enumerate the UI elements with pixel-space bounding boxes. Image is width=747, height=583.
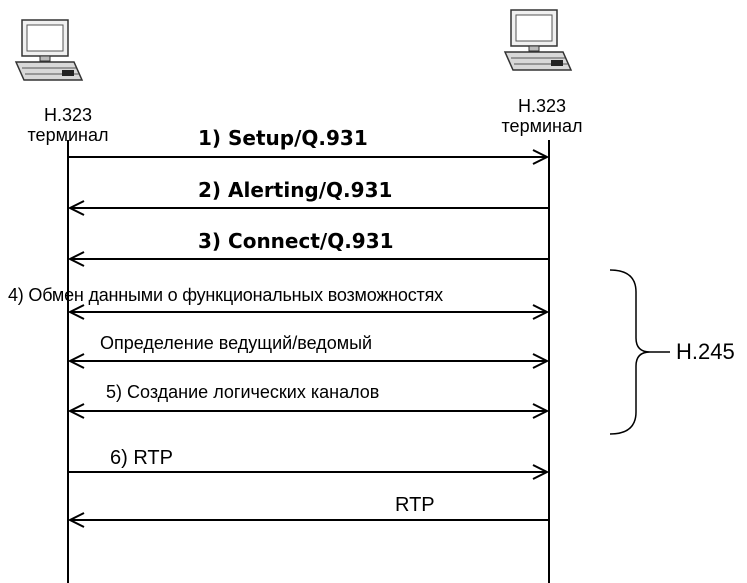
- message-label-connect: 3) Connect/Q.931: [198, 229, 394, 253]
- right-terminal-type: терминал: [501, 115, 583, 136]
- right-terminal-model: H.323: [517, 96, 567, 116]
- left-terminal-label: H.323 терминал: [8, 105, 128, 146]
- message-label-capabilities: 4) Обмен данными о функциональных возмож…: [8, 285, 443, 305]
- message-arrow-rtp-left: [67, 512, 549, 528]
- message-arrow-rtp-right: [68, 464, 550, 480]
- h245-brace: [609, 269, 651, 435]
- message-arrow-setup: [68, 149, 550, 165]
- message-label-setup: 1) Setup/Q.931: [198, 126, 368, 150]
- message-arrow-logical-channels: [67, 403, 550, 419]
- message-label-rtp-right: 6) RTP: [110, 447, 173, 469]
- left-terminal-icon: [15, 19, 83, 81]
- message-arrow-master-slave: [67, 353, 550, 369]
- right-terminal-icon: [504, 9, 572, 71]
- message-label-alerting: 2) Alerting/Q.931: [198, 178, 393, 202]
- message-arrow-connect: [67, 251, 549, 267]
- left-terminal-type: терминал: [27, 124, 109, 145]
- message-arrow-alerting: [67, 200, 549, 216]
- message-label-logical-channels: 5) Создание логических каналов: [106, 382, 380, 402]
- left-terminal-model: H.323: [43, 105, 93, 125]
- h245-group-label: H.245: [676, 339, 735, 364]
- message-label-rtp-left: RTP: [395, 494, 435, 516]
- message-arrow-capabilities: [67, 304, 550, 320]
- right-terminal-label: H.323 терминал: [482, 96, 602, 137]
- message-label-master-slave: Определение ведущий/ведомый: [100, 333, 373, 353]
